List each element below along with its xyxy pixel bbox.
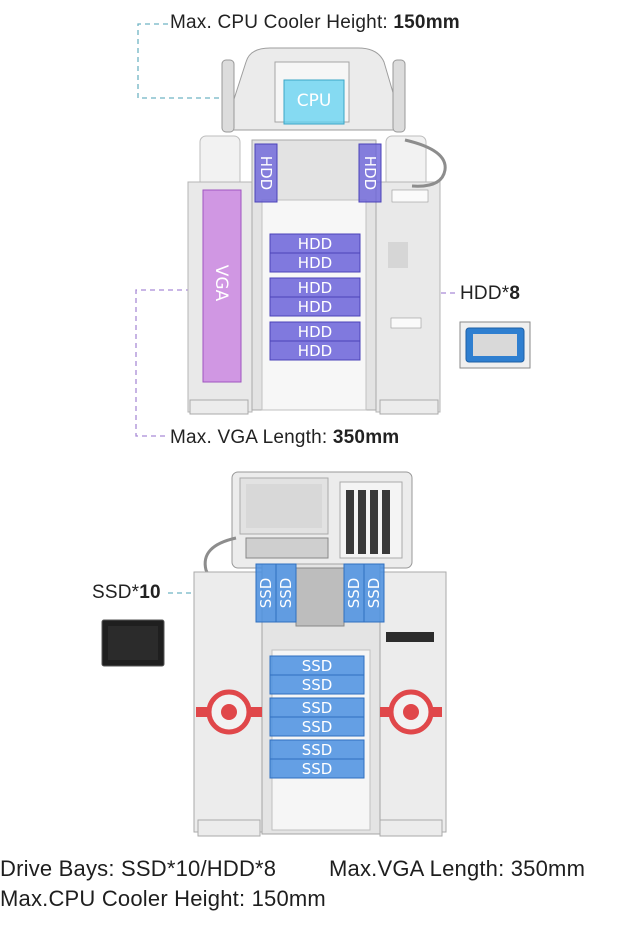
svg-text:HDD: HDD: [298, 279, 332, 297]
svg-text:SSD: SSD: [365, 578, 383, 609]
svg-text:SSD: SSD: [345, 578, 363, 609]
ssd-drive-image: [101, 619, 165, 667]
svg-text:SSD: SSD: [302, 718, 333, 736]
svg-text:SSD: SSD: [302, 676, 333, 694]
svg-text:HDD: HDD: [298, 342, 332, 360]
ssd-count-callout: SSD*10: [92, 582, 161, 603]
svg-text:HDD: HDD: [298, 298, 332, 316]
svg-text:HDD: HDD: [257, 156, 275, 190]
hdd-vertical-left: [254, 143, 278, 203]
drive-bays-spec: Drive Bays: SSD*10/HDD*8: [0, 856, 277, 881]
ssd-vertical-left: SSD SSD: [255, 563, 297, 623]
svg-text:HDD: HDD: [298, 254, 332, 272]
cpu-cooler-height-callout: Max. CPU Cooler Height: 150mm: [170, 12, 460, 33]
left-fan: [196, 689, 262, 735]
svg-text:SSD: SSD: [302, 699, 333, 717]
bottom-case-illustration: SSD SSD SSD SSD SSD SSD SSD SSD SSD SSD: [101, 471, 447, 837]
svg-text:HDD: HDD: [298, 235, 332, 253]
vga-overlay: [202, 189, 242, 383]
svg-text:SSD: SSD: [257, 578, 275, 609]
hdd-stack: HDD HDD HDD HDD HDD HDD: [269, 233, 361, 361]
cpu-leader-line: [137, 23, 296, 99]
vga-length-callout: Max. VGA Length: 350mm: [170, 427, 400, 448]
cpu-cooler-spec: Max.CPU Cooler Height: 150mm: [0, 886, 326, 911]
hdd-count-callout: HDD*8: [460, 283, 521, 304]
svg-text:SSD: SSD: [302, 760, 333, 778]
ssd-vertical-right: SSD SSD: [343, 563, 385, 623]
top-case-illustration: CPU HDD HDD VGA HDD HDD HDD HDD HDD HDD: [135, 23, 531, 437]
vga-leader-line: [135, 289, 218, 437]
right-fan: [380, 689, 442, 735]
svg-text:SSD: SSD: [302, 741, 333, 759]
hdd-vertical-right: [358, 143, 382, 203]
vga-length-spec: Max.VGA Length: 350mm: [329, 856, 586, 881]
vga-label: VGA: [211, 265, 231, 302]
svg-text:HDD: HDD: [298, 323, 332, 341]
ssd-stack: SSD SSD SSD SSD SSD SSD: [269, 655, 365, 779]
cpu-overlay: [283, 79, 345, 125]
svg-text:HDD: HDD: [361, 156, 379, 190]
cpu-label: CPU: [297, 91, 332, 111]
svg-text:SSD: SSD: [277, 578, 295, 609]
svg-text:SSD: SSD: [302, 657, 333, 675]
hdd-drive-image: [459, 321, 531, 369]
